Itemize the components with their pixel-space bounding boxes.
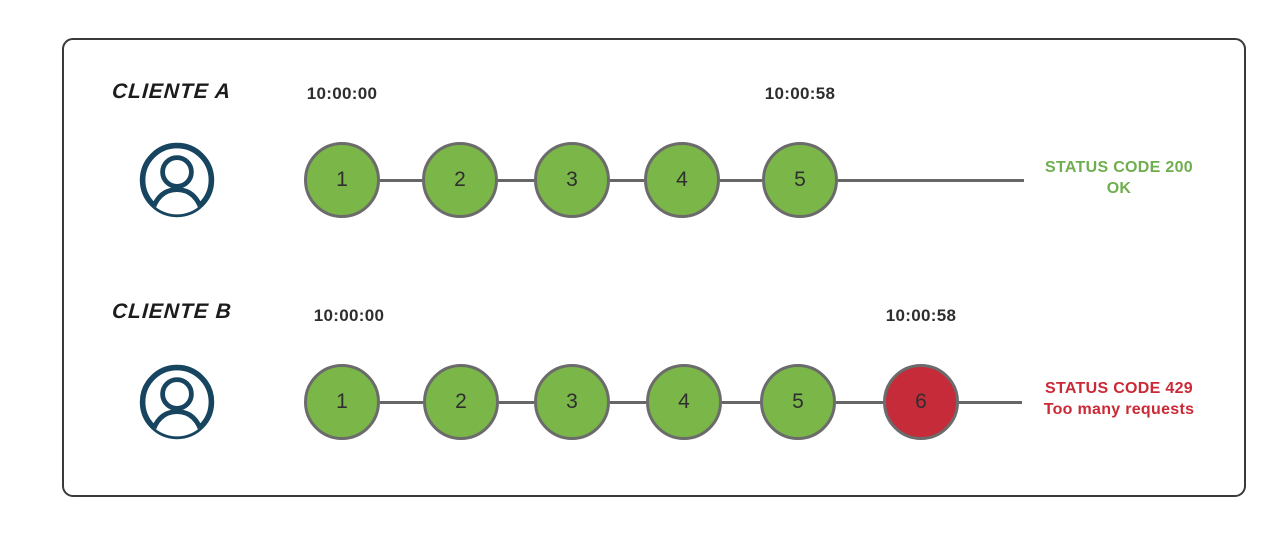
timeline-connector — [720, 178, 762, 182]
timeline-connector — [836, 400, 883, 404]
request-timeline: 1 2 3 4 5 — [304, 141, 1024, 219]
status-code-line: STATUS CODE 429 — [1045, 380, 1193, 397]
end-time-label: 10:00:58 — [764, 84, 836, 103]
user-avatar-icon — [137, 140, 217, 220]
timeline-connector — [498, 178, 534, 182]
request-circle: 5 — [760, 364, 836, 440]
request-circle: 3 — [534, 142, 610, 218]
status-message-line: OK — [1106, 180, 1132, 197]
end-time-label: 10:00:58 — [885, 306, 957, 325]
status-text: STATUS CODE 200 OK — [1019, 157, 1219, 199]
request-circle-error: 6 — [883, 364, 959, 440]
diagram-frame: CLIENTE A 10:00:00 10:00:58 1 2 3 4 5 — [62, 38, 1246, 497]
client-a-label: CLIENTE A — [111, 80, 232, 103]
timeline-connector — [380, 400, 423, 404]
request-circle: 5 — [762, 142, 838, 218]
request-circle: 2 — [422, 142, 498, 218]
status-message-line: Too many requests — [1043, 401, 1195, 418]
user-avatar-icon — [137, 362, 217, 442]
request-circle: 2 — [423, 364, 499, 440]
request-circle: 4 — [646, 364, 722, 440]
timeline-connector — [610, 178, 644, 182]
timeline-tail-line — [959, 400, 1022, 404]
request-timeline: 1 2 3 4 5 6 — [304, 363, 1022, 441]
client-b-label: CLIENTE B — [111, 300, 233, 323]
start-time-label: 10:00:00 — [306, 84, 378, 103]
timeline-connector — [722, 400, 760, 404]
timeline-connector — [610, 400, 646, 404]
timeline-tail-line — [838, 178, 1024, 182]
status-text: STATUS CODE 429 Too many requests — [1019, 378, 1219, 420]
start-time-label: 10:00:00 — [313, 306, 385, 325]
request-circle: 4 — [644, 142, 720, 218]
timeline-connector — [380, 178, 422, 182]
request-circle: 1 — [304, 364, 380, 440]
request-circle: 3 — [534, 364, 610, 440]
request-circle: 1 — [304, 142, 380, 218]
status-code-line: STATUS CODE 200 — [1045, 159, 1193, 176]
timeline-connector — [499, 400, 534, 404]
